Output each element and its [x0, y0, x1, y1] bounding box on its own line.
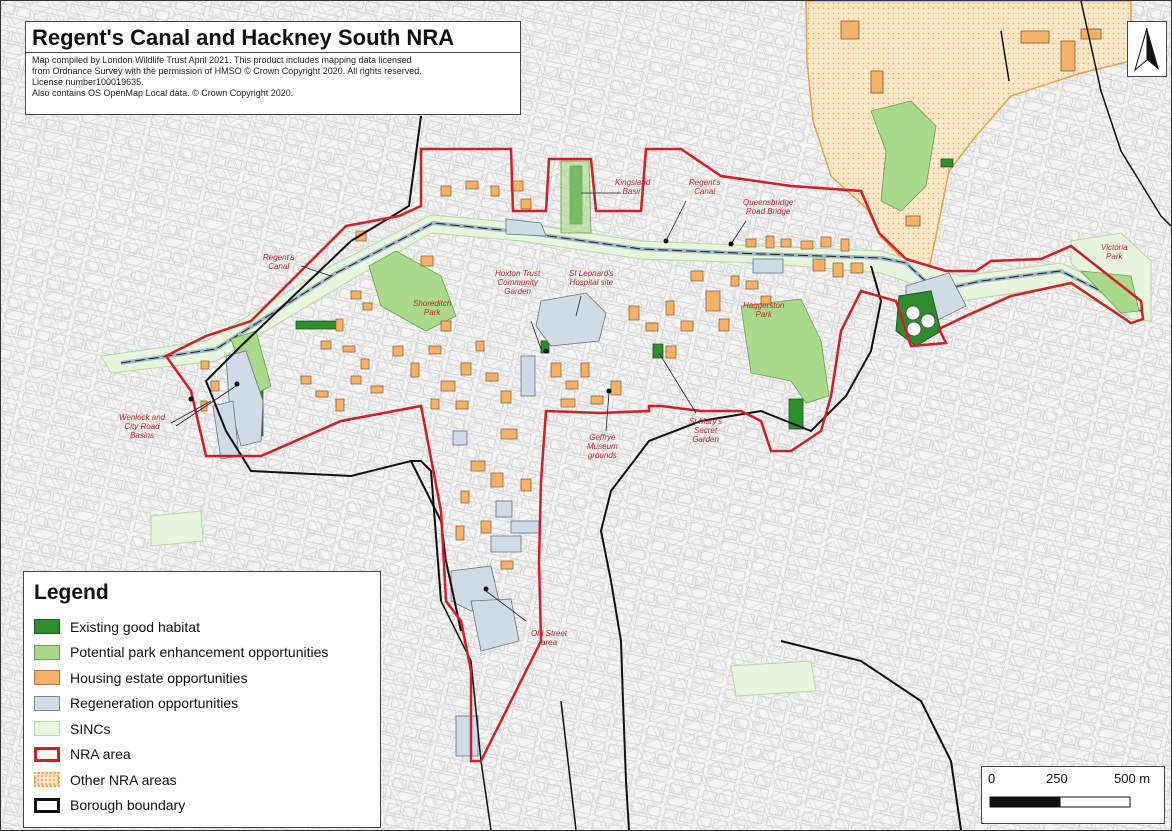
credit-line-4: Also contains OS OpenMap Local data. © C…	[32, 88, 294, 98]
sinc-south-east	[730, 660, 817, 697]
scale-bar: 0 250 500 m	[981, 766, 1165, 824]
scale-mid: 250	[1046, 771, 1068, 786]
title-box: Regent's Canal and Hackney South NRA Map…	[25, 21, 521, 115]
scale-end: 500 m	[1114, 771, 1151, 786]
legend-swatch	[34, 670, 60, 686]
credit-line-1: Map compiled by London Wildlife Trust Ap…	[32, 55, 412, 65]
potential-park-enhancement	[230, 100, 1140, 404]
legend-item: Regeneration opportunities	[34, 691, 370, 717]
borough-boundary-east	[599, 265, 883, 830]
credit-line-3: License number100019635.	[32, 77, 144, 87]
legend-label: Borough boundary	[70, 797, 186, 814]
scale-zero: 0	[988, 771, 996, 786]
legend-label: SINCs	[70, 720, 111, 737]
scale-bar-graphic	[989, 796, 1131, 808]
borough-boundary-south-2	[560, 700, 577, 830]
north-arrow	[1127, 21, 1167, 77]
map-title: Regent's Canal and Hackney South NRA	[26, 24, 520, 53]
legend-item: Housing estate opportunities	[34, 665, 370, 691]
legend-item: Borough boundary	[34, 793, 370, 819]
legend-item: Existing good habitat	[34, 614, 370, 640]
borough-boundary-east-edge	[1080, 1, 1171, 227]
north-arrow-icon	[1134, 27, 1159, 72]
label-points	[188, 238, 734, 592]
legend-label: Potential park enhancement opportunities	[70, 644, 329, 661]
legend-swatch	[34, 695, 60, 711]
legend-label: Regeneration opportunities	[70, 695, 239, 712]
legend-title: Legend	[34, 581, 109, 604]
legend-item: SINCs	[34, 716, 370, 742]
legend-item: Other NRA areas	[34, 767, 370, 793]
nra-area-boundary[interactable]	[164, 147, 1145, 763]
borough-boundary-top	[1000, 30, 1010, 82]
legend-swatch	[34, 721, 60, 737]
legend-label: Existing good habitat	[70, 618, 200, 635]
legend-swatch	[34, 644, 60, 660]
leader-lines	[170, 192, 747, 622]
legend-label: Other NRA areas	[70, 771, 177, 788]
borough-boundary-main	[411, 460, 442, 602]
legend-label: NRA area	[70, 746, 131, 763]
borough-boundary-se	[780, 640, 962, 830]
sinc-west	[150, 510, 204, 547]
legend-swatch	[34, 797, 60, 813]
legend-item: NRA area	[34, 742, 370, 768]
credit-line-2: from Ordnance Survey with the permission…	[32, 66, 422, 76]
other-nra-buildings	[840, 20, 1102, 227]
legend-swatch	[34, 619, 60, 635]
housing-estate-opportunities	[200, 180, 864, 570]
legend-swatch	[34, 772, 60, 788]
legend-label: Housing estate opportunities	[70, 669, 248, 686]
borough-boundary-south	[440, 600, 492, 830]
regents-canal-towpath	[120, 222, 1142, 364]
legend-swatch	[34, 746, 60, 762]
legend-item: Potential park enhancement opportunities	[34, 640, 370, 666]
